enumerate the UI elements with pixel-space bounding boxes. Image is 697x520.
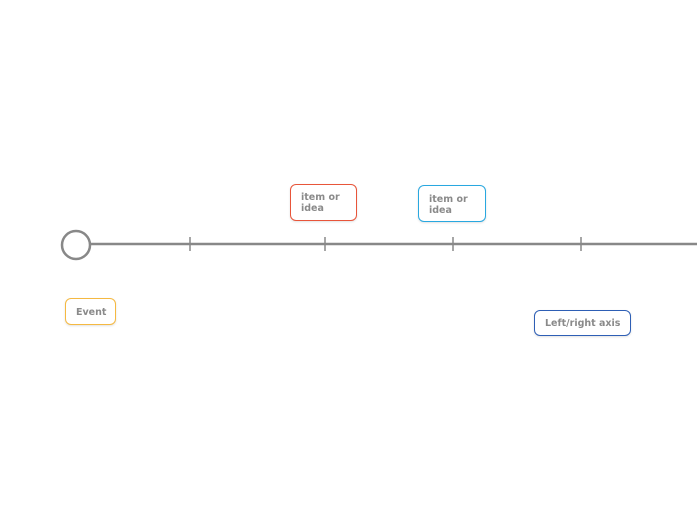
timeline-origin-icon[interactable] bbox=[60, 229, 92, 261]
axis-card-label: Left/right axis bbox=[545, 318, 621, 329]
idea-card-red-label: item or idea bbox=[301, 192, 340, 214]
event-card-label: Event bbox=[76, 307, 107, 318]
axis-card[interactable]: Left/right axis bbox=[534, 310, 631, 336]
idea-card-blue[interactable]: item or idea bbox=[418, 185, 486, 222]
event-card[interactable]: Event bbox=[65, 298, 116, 325]
idea-card-red[interactable]: item or idea bbox=[290, 184, 357, 221]
idea-card-blue-label: item or idea bbox=[429, 194, 468, 216]
